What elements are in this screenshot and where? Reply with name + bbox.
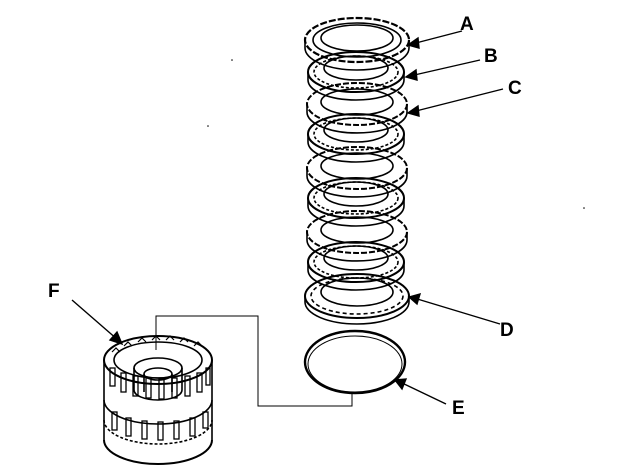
callout-f: F bbox=[48, 281, 60, 302]
friction-disc bbox=[307, 177, 405, 227]
leader-b bbox=[404, 59, 481, 81]
steel-plate bbox=[306, 146, 408, 198]
leader-a bbox=[406, 30, 463, 49]
friction-disc bbox=[307, 113, 405, 163]
drum-lower-slots bbox=[111, 411, 209, 441]
callout-d: D bbox=[500, 320, 514, 341]
friction-disc-b bbox=[307, 51, 405, 101]
callout-a: A bbox=[460, 14, 474, 35]
leader-lines bbox=[71, 30, 504, 405]
callout-c: C bbox=[508, 78, 522, 99]
clutch-drum-f bbox=[103, 335, 213, 465]
scan-specks bbox=[207, 59, 585, 209]
snap-ring-e bbox=[303, 329, 407, 395]
callout-b: B bbox=[484, 46, 498, 67]
assembly-guide-line bbox=[155, 315, 353, 407]
callout-e: E bbox=[452, 398, 465, 419]
steel-plate-c bbox=[306, 82, 408, 134]
leader-d bbox=[407, 292, 501, 325]
friction-disc bbox=[307, 241, 405, 291]
callout-labels: A B C D E F bbox=[48, 14, 522, 419]
pressure-plate-a bbox=[303, 16, 411, 71]
leader-f bbox=[71, 299, 124, 346]
leader-c bbox=[406, 88, 504, 117]
clutch-pack-stack bbox=[303, 16, 411, 325]
leader-e bbox=[393, 378, 447, 405]
